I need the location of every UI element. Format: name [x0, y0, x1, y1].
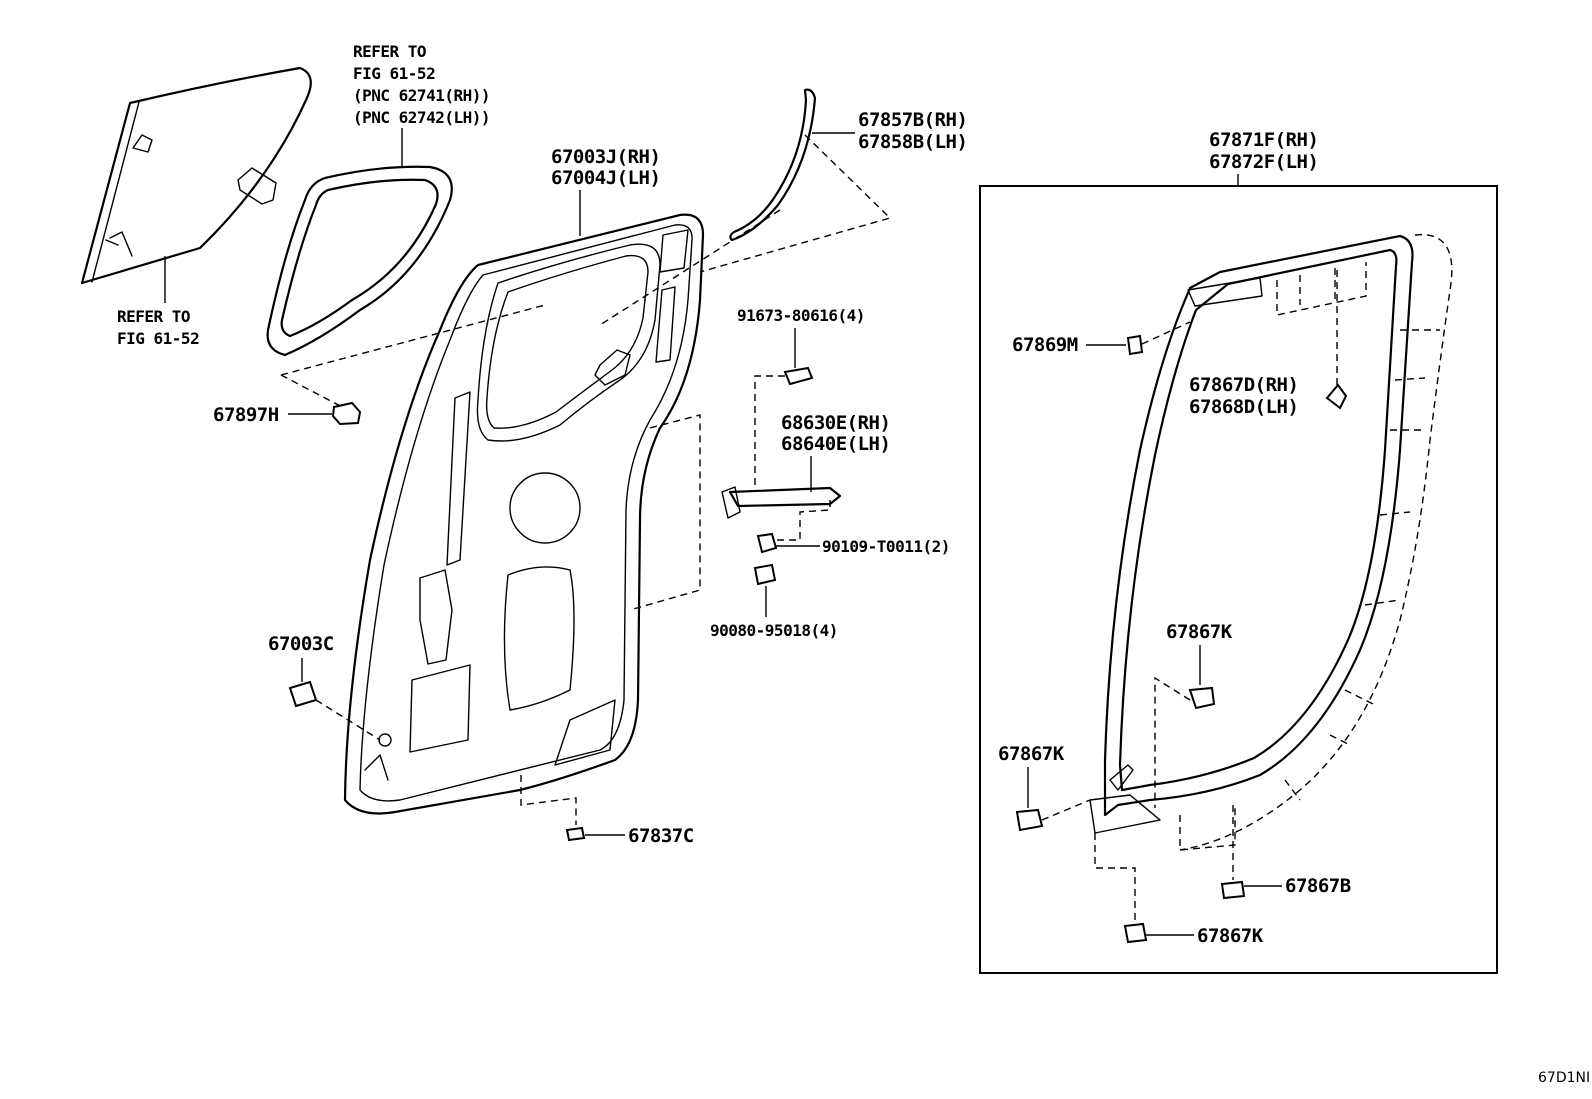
bolt-91673-drawing: 91673-80616(4)	[737, 306, 865, 490]
clip-67867k-mid: 67867K	[1154, 621, 1233, 808]
door-weatherstrip-drawing	[1089, 233, 1453, 851]
cushion-67897h: 67897H	[213, 304, 546, 426]
svg-text:67897H: 67897H	[213, 404, 279, 426]
door-panel-drawing	[343, 213, 705, 815]
weatherstrip-assy-box: 67871F(RH) 67872F(LH)	[979, 129, 1498, 974]
svg-text:67867K: 67867K	[1166, 621, 1233, 643]
glass-weatherstrip-drawing	[266, 165, 453, 357]
clip-67867d: 67867D(RH) 67868D(LH)	[1189, 270, 1348, 418]
quarter-glass-drawing	[80, 66, 312, 285]
svg-text:91673-80616(4): 91673-80616(4)	[737, 306, 865, 325]
svg-text:67868D(LH): 67868D(LH)	[1189, 396, 1298, 418]
check-bolt-callout: 90109-T0011(2)	[756, 532, 950, 556]
clip-67867k-left: 67867K	[998, 743, 1091, 832]
clip-67869m: 67869M	[1012, 321, 1191, 356]
glass-refer-top-callout: REFER TO FIG 61-52 (PNC 62741(RH)) (PNC …	[353, 42, 491, 168]
upper-weatherstrip-drawing	[599, 88, 892, 326]
svg-text:67872F(LH): 67872F(LH)	[1209, 151, 1318, 173]
svg-text:(PNC 62742(LH)): (PNC 62742(LH))	[353, 108, 490, 127]
svg-text:67867K: 67867K	[1197, 925, 1264, 947]
svg-text:(PNC 62741(RH)): (PNC 62741(RH))	[353, 86, 490, 105]
door-panel-callout: 67003J(RH) 67004J(LH)	[551, 146, 661, 236]
upper-weatherstrip-callout: 67857B(RH) 67858B(LH)	[812, 109, 968, 153]
svg-text:REFER TO: REFER TO	[353, 42, 426, 61]
svg-text:90109-T0011(2): 90109-T0011(2)	[822, 537, 950, 556]
svg-text:67004J(LH): 67004J(LH)	[551, 167, 660, 189]
plug-67003c: 67003C	[268, 633, 381, 741]
svg-text:67867D(RH): 67867D(RH)	[1189, 374, 1298, 396]
svg-text:FIG 61-52: FIG 61-52	[117, 329, 199, 348]
door-clip-67837c: 67837C	[520, 775, 694, 847]
diagram-code: 67D1NI	[1538, 1070, 1590, 1086]
glass-refer-bottom-callout: REFER TO FIG 61-52	[117, 256, 200, 348]
svg-text:67867K: 67867K	[998, 743, 1065, 765]
svg-text:67003J(RH): 67003J(RH)	[551, 146, 660, 168]
clip-67867k-bottom: 67867K	[1094, 833, 1264, 947]
hinge-bolt-callout: 90080-95018(4)	[629, 414, 838, 640]
svg-text:68640E(LH): 68640E(LH)	[781, 433, 890, 455]
clip-67867b: 67867B	[1220, 805, 1351, 900]
svg-text:67003C: 67003C	[268, 633, 334, 655]
svg-text:67837C: 67837C	[628, 825, 694, 847]
svg-text:FIG 61-52: FIG 61-52	[353, 64, 435, 83]
svg-text:67857B(RH): 67857B(RH)	[858, 109, 967, 131]
svg-text:90080-95018(4): 90080-95018(4)	[710, 621, 838, 640]
svg-text:68630E(RH): 68630E(RH)	[781, 412, 890, 434]
svg-text:67858B(LH): 67858B(LH)	[858, 131, 967, 153]
svg-text:67869M: 67869M	[1012, 334, 1078, 356]
svg-text:67867B: 67867B	[1285, 875, 1351, 897]
svg-text:67871F(RH): 67871F(RH)	[1209, 129, 1318, 151]
svg-text:REFER TO: REFER TO	[117, 307, 190, 326]
check-link-drawing: 68630E(RH) 68640E(LH)	[721, 412, 891, 541]
